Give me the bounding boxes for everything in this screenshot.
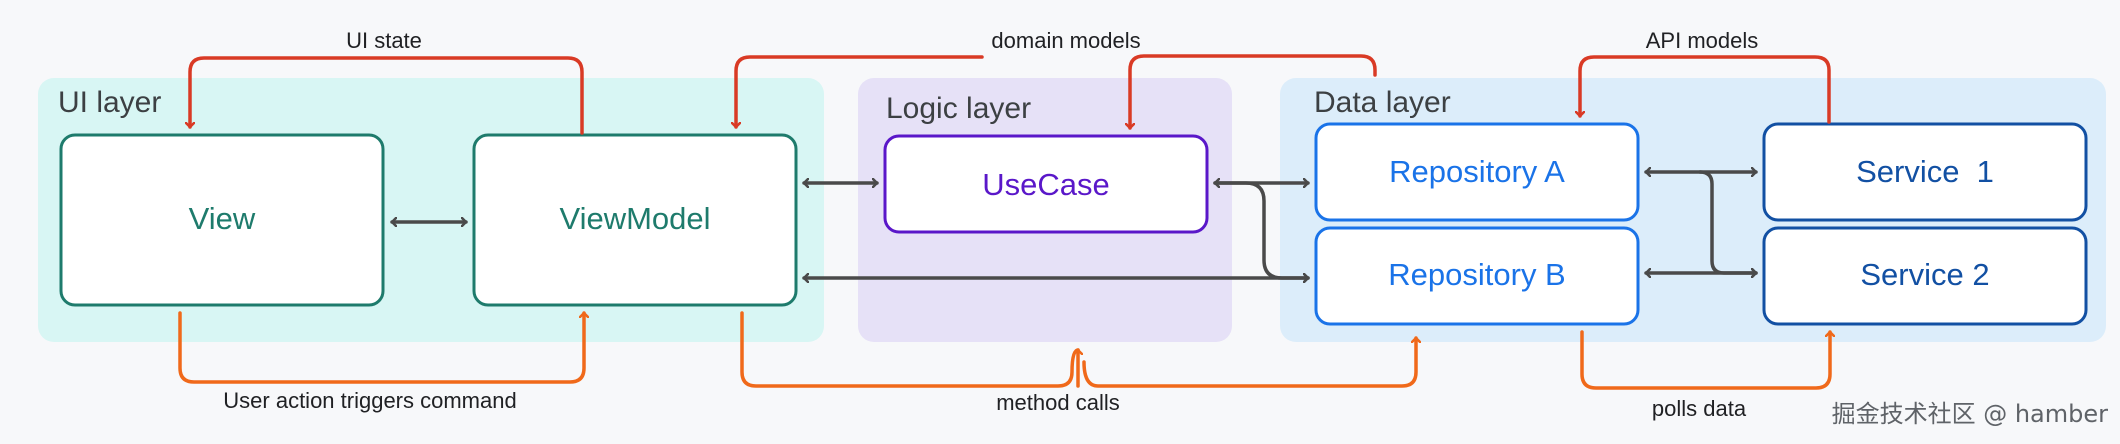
- usecase-node: UseCase: [883, 134, 1209, 234]
- domain-models-viewmodel-arrow: [736, 55, 984, 129]
- repository-b-node: Repository B: [1314, 226, 1640, 326]
- ui-layer-title: UI layer: [58, 86, 161, 119]
- service-2-node: Service 2: [1762, 226, 2088, 326]
- method-calls-repository-b-arrow: [1082, 336, 1416, 388]
- ui-state-label: UI state: [346, 28, 422, 53]
- service-2-label: Service 2: [1860, 257, 1989, 292]
- user-action-label: User action triggers command: [223, 388, 516, 413]
- usecase-repository-b-arrow: [1213, 181, 1310, 278]
- polls-data-arrow: [1580, 330, 1830, 390]
- polls-data-label: polls data: [1652, 396, 1747, 421]
- method-calls-label: method calls: [996, 390, 1120, 415]
- domain-models-usecase-arrow: [1130, 54, 1377, 130]
- usecase-label: UseCase: [982, 167, 1110, 202]
- data-layer-title: Data layer: [1314, 86, 1451, 119]
- view-label: View: [189, 201, 256, 236]
- user-action-arrow: [178, 311, 584, 384]
- view-node: View: [59, 133, 385, 307]
- api-models-arrow: [1580, 55, 1831, 124]
- method-calls-usecase-arrow: [740, 311, 1080, 388]
- repository-b-label: Repository B: [1388, 257, 1565, 292]
- watermark-text: 掘金技术社区 @ hamber: [1832, 400, 2109, 428]
- service-1-node: Service 1: [1762, 122, 2088, 222]
- service-1-label: Service 1: [1856, 154, 1994, 189]
- logic-layer-title: Logic layer: [886, 92, 1031, 125]
- viewmodel-node: ViewModel: [472, 133, 798, 307]
- api-models-label: API models: [1646, 28, 1759, 53]
- repository-a-service-2-arrow: [1698, 170, 1758, 273]
- repository-a-label: Repository A: [1389, 154, 1565, 189]
- repository-a-node: Repository A: [1314, 122, 1640, 222]
- domain-models-label: domain models: [991, 28, 1140, 53]
- ui-state-arrow: [190, 56, 584, 135]
- viewmodel-label: ViewModel: [559, 201, 710, 236]
